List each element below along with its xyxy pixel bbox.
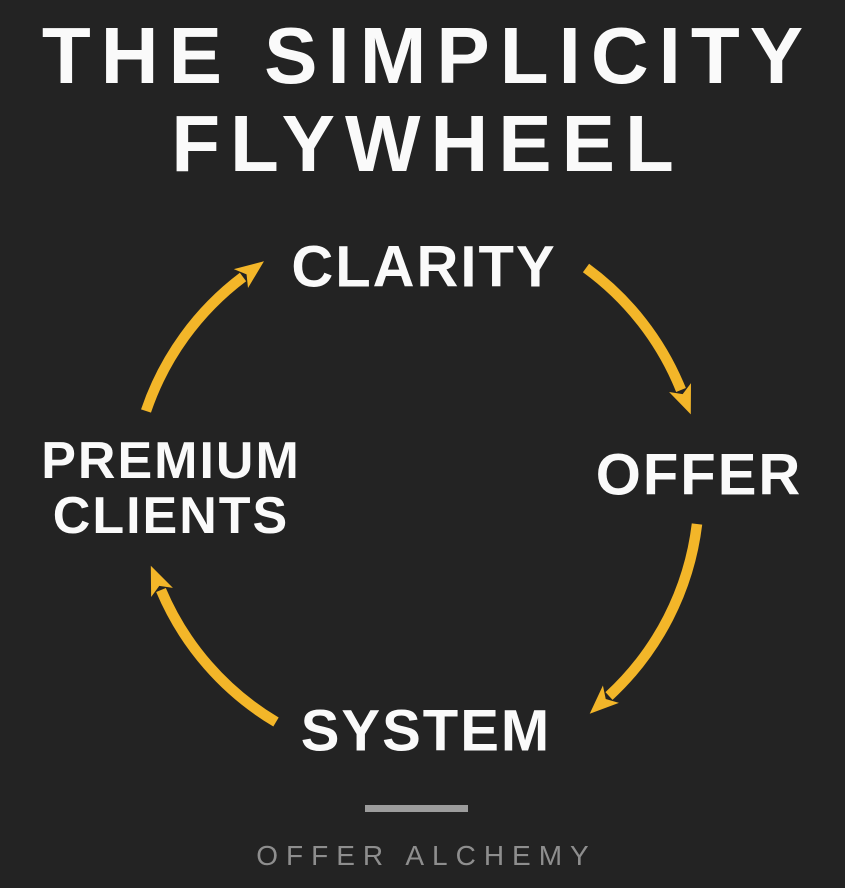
- arrow-system-to-premium-clients-icon: [150, 565, 279, 727]
- arrow-premium-clients-to-clarity-icon: [141, 261, 264, 413]
- node-label-system: SYSTEM: [300, 698, 552, 764]
- node-label-premium-clients-line1: PREMIUM: [41, 432, 301, 490]
- node-label-premium-clients-line2: CLIENTS: [52, 487, 290, 545]
- arrow-clarity-to-offer-icon: [582, 263, 691, 415]
- node-label-premium-clients: PREMIUM CLIENTS: [39, 434, 301, 544]
- node-label-offer: OFFER: [595, 442, 803, 508]
- diagram-title-line1: THE SIMPLICITY: [41, 11, 814, 100]
- footer-brand: OFFER ALCHEMY: [256, 840, 597, 871]
- diagram-title: THE SIMPLICITY FLYWHEEL: [0, 12, 845, 188]
- arrow-offer-to-system-icon: [589, 523, 703, 714]
- node-label-clarity: CLARITY: [291, 234, 557, 300]
- diagram-title-line2: FLYWHEEL: [171, 99, 684, 188]
- footer-divider: [365, 805, 468, 812]
